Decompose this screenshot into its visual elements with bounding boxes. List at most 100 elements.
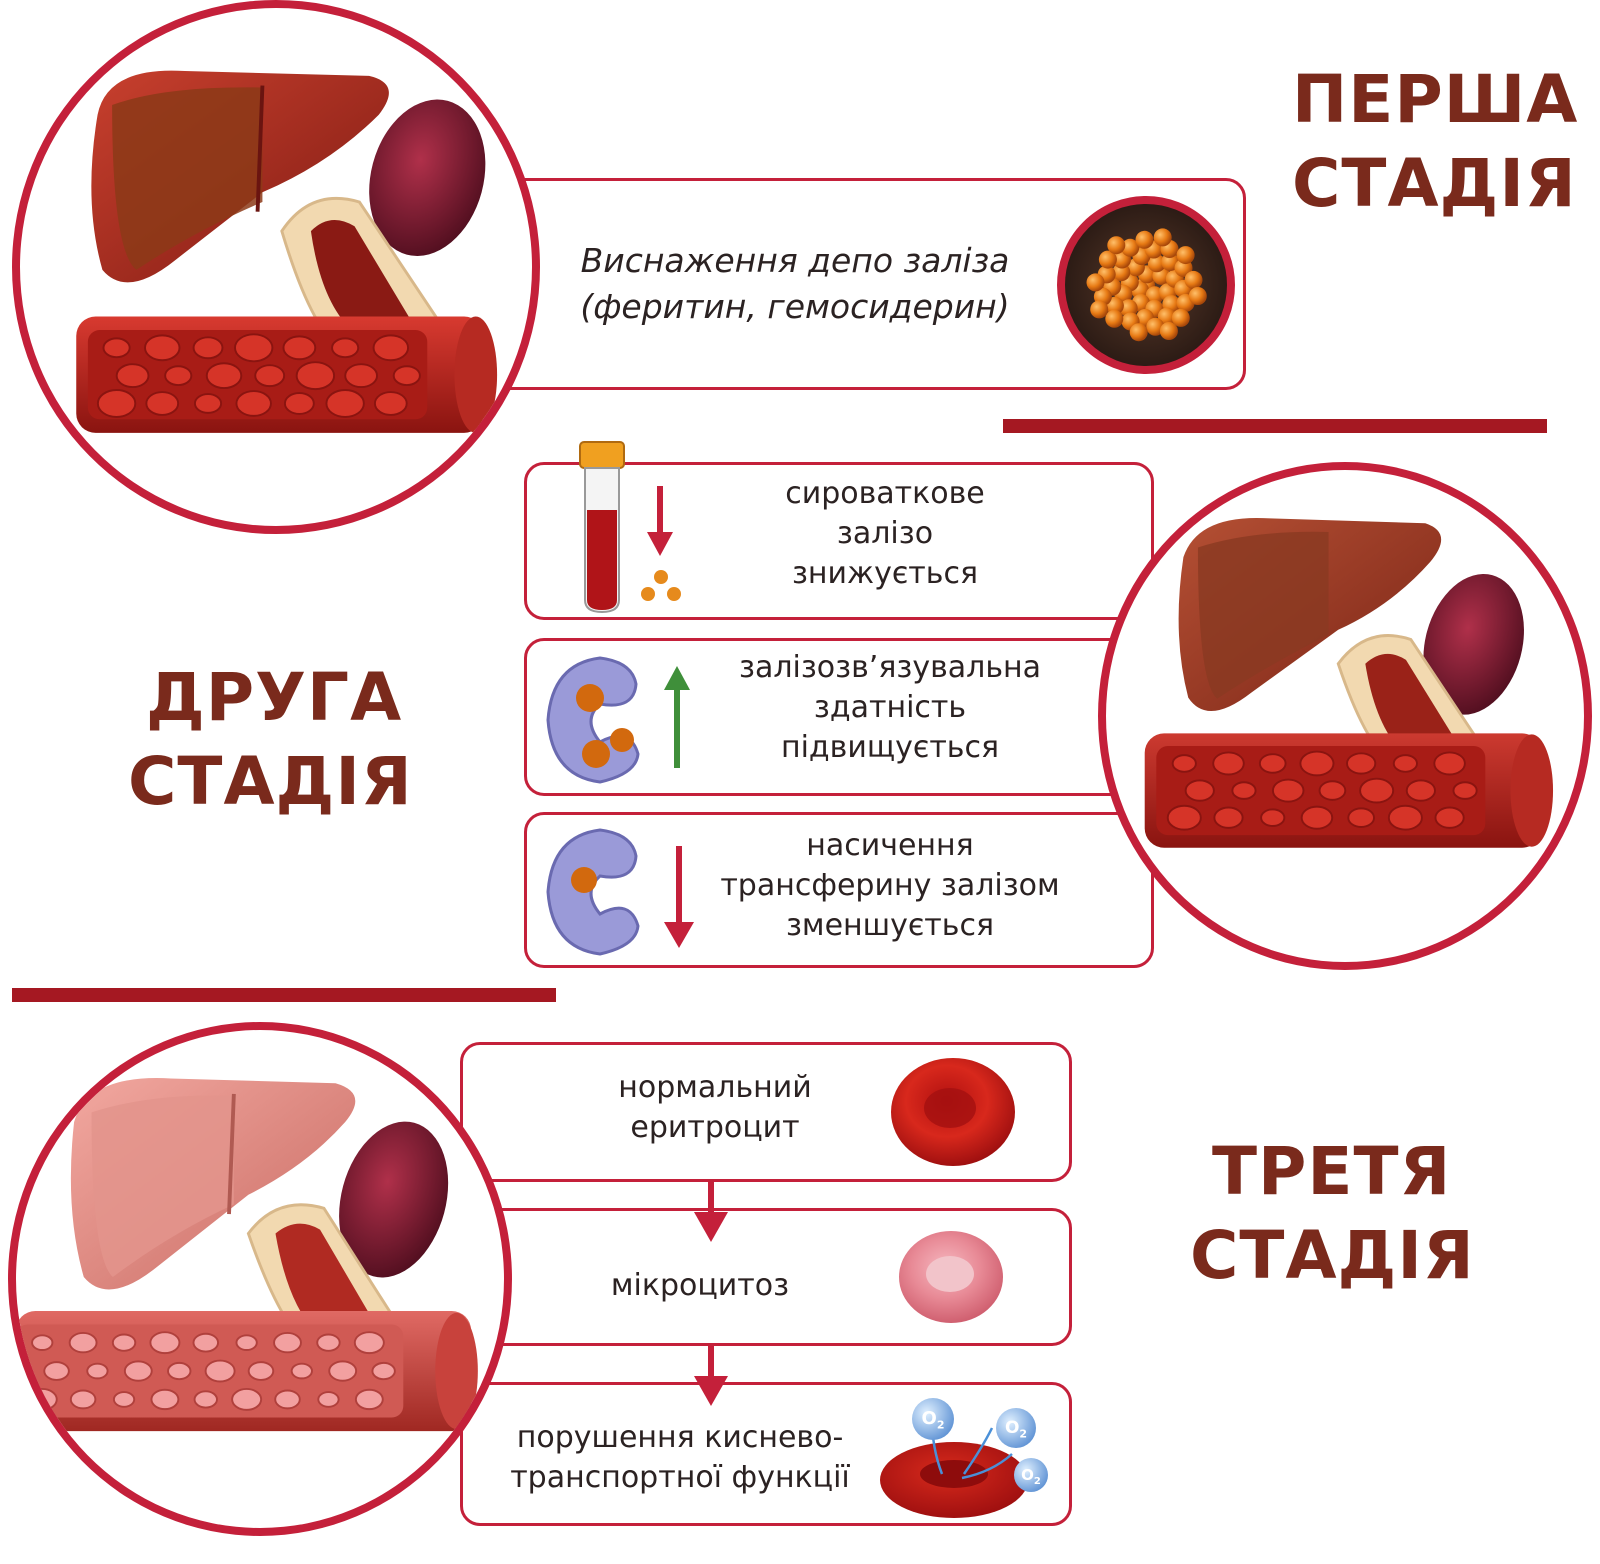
stage1-title-line2: СТАДІЯ xyxy=(1292,145,1577,222)
microcyte-icon xyxy=(896,1228,1006,1326)
blood-cell xyxy=(283,392,315,415)
ferritin-granule xyxy=(1112,263,1131,282)
oxygen-label: O xyxy=(1004,1418,1020,1438)
blood-cell xyxy=(192,336,224,360)
normal-erythrocyte-icon xyxy=(888,1056,1018,1168)
blood-cell xyxy=(1300,805,1334,830)
blood-cell xyxy=(1359,777,1395,804)
stage2-box-serum-iron xyxy=(524,462,1154,620)
stage2-text-serum-iron: сироваткове залізо знижується xyxy=(720,474,1050,594)
blood-cell xyxy=(234,333,274,363)
blood-cell xyxy=(102,337,131,359)
blood-cell xyxy=(1452,781,1478,800)
oxygen-subscript: 2 xyxy=(936,1418,945,1432)
stage3-box2-line1: мікроцитоз xyxy=(610,1268,790,1303)
microcyte-cell xyxy=(231,1387,263,1411)
microcyte-cell xyxy=(204,1359,236,1383)
microcyte-cell xyxy=(26,1387,58,1411)
microcyte-cell xyxy=(371,1361,396,1381)
test-tube-icon xyxy=(572,440,632,616)
ferritin-granule xyxy=(1153,228,1172,247)
blood-cell xyxy=(205,362,243,390)
blood-cell xyxy=(193,393,223,414)
ferritin-granule xyxy=(1119,299,1138,318)
ferritin-granule xyxy=(1184,270,1203,289)
microcyte-cell xyxy=(290,1362,313,1380)
stage3-box1-line2: еритроцит xyxy=(630,1110,800,1145)
microcyte-cell xyxy=(150,1388,180,1411)
oxygen-label: O xyxy=(1021,1466,1034,1484)
ferritin-granule xyxy=(1105,309,1124,328)
ferritin-granule xyxy=(1147,254,1166,273)
blood-cell xyxy=(1346,752,1377,775)
blood-cell xyxy=(145,391,180,416)
blood-cell xyxy=(1171,754,1197,773)
blood-cell xyxy=(1258,753,1287,774)
stage2-box3-line3: зменшується xyxy=(785,908,995,943)
stage1-info-text: Виснаження депо заліза (феритин, гемосид… xyxy=(560,238,1030,330)
transferrin-protein-icon xyxy=(538,650,648,790)
blood-cell xyxy=(144,334,181,362)
blood-cell xyxy=(1299,750,1335,777)
blood-cell xyxy=(1347,807,1375,828)
stage2-title-line1: ДРУГА xyxy=(146,659,403,736)
blood-cell xyxy=(373,391,408,416)
stage3-text-normal-rbc: нормальний еритроцит xyxy=(560,1068,870,1148)
stage2-text-transferrin: насичення трансферину залізом зменшуєтьс… xyxy=(690,826,1090,946)
microcyte-cell xyxy=(69,1389,97,1410)
arrow-down-icon-2 xyxy=(662,846,696,950)
microcyte-cell xyxy=(111,1333,137,1352)
ferritin-granule xyxy=(1090,300,1109,319)
stage2-box3-line1: насичення xyxy=(806,828,974,863)
ferritin-granule xyxy=(1098,250,1117,269)
microcyte-cell xyxy=(123,1360,153,1382)
stage3-box3-line2: транспортної функції xyxy=(510,1460,850,1495)
blood-cell xyxy=(372,334,410,362)
stage2-title-line2: СТАДІЯ xyxy=(128,743,413,820)
microcyte-cell xyxy=(149,1331,181,1355)
oxygen-subscript: 2 xyxy=(1033,1476,1041,1487)
blood-cell xyxy=(1260,808,1286,827)
flow-arrow-down-icon-2 xyxy=(690,1346,732,1408)
microcyte-cell xyxy=(317,1391,340,1408)
stage2-organs-illustration xyxy=(1098,462,1592,970)
stage2-box1-line2: залізо xyxy=(836,516,934,551)
ferritin-granule xyxy=(1121,238,1140,257)
microcyte-cell xyxy=(235,1334,258,1351)
blood-cell xyxy=(1434,806,1465,829)
oxygen-subscript: 2 xyxy=(1019,1427,1028,1441)
blood-cell xyxy=(1166,804,1202,831)
blood-cell xyxy=(1318,780,1347,801)
microcyte-cell xyxy=(247,1361,275,1381)
stage3-box1-line1: нормальний xyxy=(618,1070,812,1105)
ferritin-granule xyxy=(1107,236,1126,255)
blood-cell xyxy=(325,389,365,418)
stage2-box2-line1: залізозв’язувальна xyxy=(739,650,1041,685)
microcyte-cell xyxy=(68,1331,98,1354)
stage2-box2-line2: здатність xyxy=(813,690,967,725)
divider-1 xyxy=(1003,419,1547,433)
stage2-box1-line3: знижується xyxy=(791,556,978,591)
microcyte-cell xyxy=(31,1334,54,1351)
blood-cell xyxy=(295,361,336,391)
microcyte-cell xyxy=(353,1331,385,1355)
microcyte-cell xyxy=(43,1361,70,1381)
arrow-down-icon xyxy=(645,486,675,558)
divider-2 xyxy=(12,988,556,1002)
stage2-box2-line3: підвищується xyxy=(780,730,1000,765)
stage1-info-line2: (феритин, гемосидерин) xyxy=(580,287,1010,326)
blood-cell xyxy=(1271,778,1305,803)
stage1-title-line1: ПЕРША xyxy=(1292,61,1579,138)
stage3-box3-line1: порушення киснево- xyxy=(516,1420,844,1455)
blood-cell xyxy=(1387,804,1423,831)
blood-cell xyxy=(1405,779,1436,802)
ferritin-granule xyxy=(1159,322,1178,340)
flow-arrow-down-icon-1 xyxy=(690,1182,732,1244)
microcyte-cell xyxy=(86,1362,109,1380)
oxygen-release-erythrocyte-icon xyxy=(872,1388,1048,1526)
blood-cell xyxy=(1212,751,1245,776)
stage3-title: ТРЕТЯ СТАДІЯ xyxy=(1190,1130,1475,1298)
blood-cell xyxy=(254,364,286,388)
microcyte-cell xyxy=(316,1333,341,1352)
oxygen-label: O xyxy=(921,1408,937,1429)
